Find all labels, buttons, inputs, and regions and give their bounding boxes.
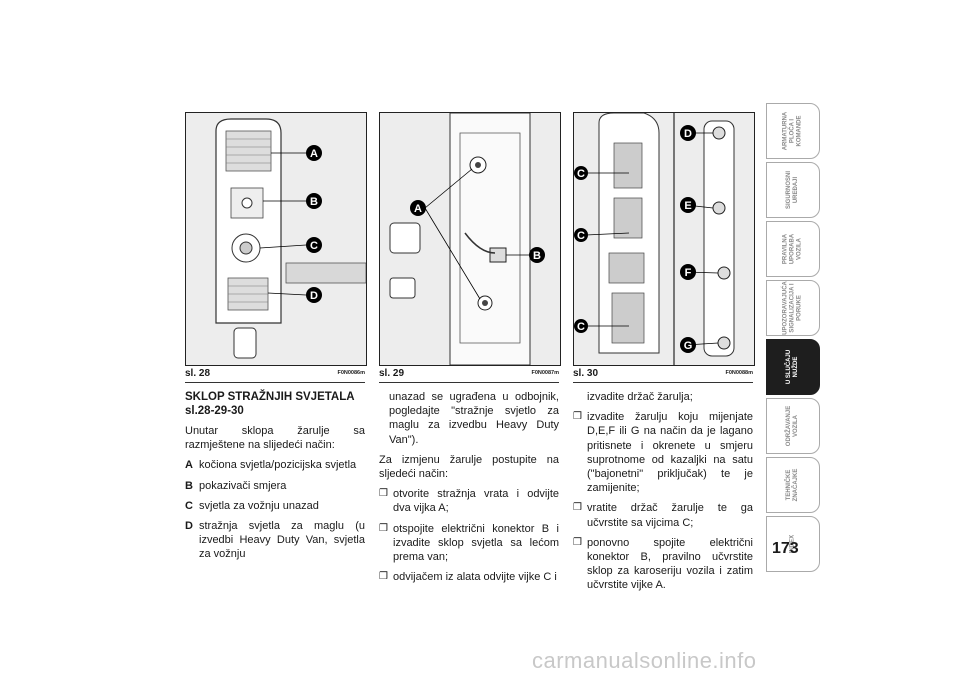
step-text: odvijačem iz alata odvijte vijke C i <box>393 571 557 584</box>
figure-label: sl. 28 <box>185 368 211 379</box>
bullet-icon: ❒ <box>379 571 388 583</box>
bullet-icon: ❒ <box>379 488 388 500</box>
item-text: pokazivači smjera <box>199 479 287 492</box>
tab-tehnicke-znacajke[interactable]: TEHNIČKE ZNAČAJKE <box>766 457 820 513</box>
watermark: carmanualsonline.info <box>532 648 757 673</box>
text-column-1: SKLOP STRAŽNJIH SVJETALA sl.28-29-30 Unu… <box>185 390 365 568</box>
bullet-icon: ❒ <box>573 411 582 423</box>
item-key: B <box>185 479 193 492</box>
item-key: C <box>185 499 193 512</box>
tab-label: U SLUČAJU NUŽDE <box>786 349 799 385</box>
callout-letter: B <box>533 250 541 262</box>
step-text: otvorite stražnja vrata i odvijte dva vi… <box>393 488 559 515</box>
figure-label: sl. 30 <box>573 368 599 379</box>
item-text: stražnja svjetla za maglu (u izvedbi Hea… <box>199 520 365 561</box>
tab-label: ODRŽAVANJE VOZILA <box>786 405 799 447</box>
step-item: ❒ otvorite stražnja vrata i odvijte dva v… <box>379 487 559 515</box>
tab-armaturna-ploca[interactable]: ARMATURNA PLOČA I KOMANDE <box>766 103 820 159</box>
figure-28-illustration: A B C D <box>186 113 366 365</box>
step-item: ❒ ponovno spojite električni konektor B, … <box>573 536 753 593</box>
tab-label: TEHNIČKE ZNAČAJKE <box>786 468 799 502</box>
text-column-2: unazad se ugrađena u odbojnik, pogledajt… <box>379 390 559 590</box>
bullet-icon: ❒ <box>573 502 582 514</box>
step-item: ❒ izvadite žarulju koju mijenjate D,E,F i… <box>573 410 753 495</box>
figure-30-caption: sl. 30 F0N0088m <box>573 368 753 383</box>
tab-index[interactable]: INDEX <box>766 516 820 572</box>
callout-letter: C <box>310 240 318 252</box>
figure-28-caption: sl. 28 F0N0086m <box>185 368 365 383</box>
figure-28: A B C D <box>185 112 367 366</box>
item-text: svjetla za vožnju unazad <box>199 499 319 512</box>
tab-label: ARMATURNA PLOČA I KOMANDE <box>782 111 803 151</box>
callout-letter: C <box>577 168 585 180</box>
callout-letter: C <box>577 230 585 242</box>
callout-letter: D <box>310 290 318 302</box>
tab-sigurnosni-uredaji[interactable]: SIGURNOSNI UREĐAJI <box>766 162 820 218</box>
callout-letter: A <box>310 148 318 160</box>
step-text: vratite držač žarulje te ga učvrstite sa… <box>587 502 753 529</box>
callout-letter: G <box>684 340 693 352</box>
section-heading: SKLOP STRAŽNJIH SVJETALA sl.28-29-30 <box>185 391 355 417</box>
chapter-tabs: ARMATURNA PLOČA I KOMANDE SIGURNOSNI URE… <box>766 103 820 575</box>
item-key: A <box>185 459 193 472</box>
item-text: kočiona svjetla/pozicijska svjetla <box>199 459 357 472</box>
callout-letter: D <box>684 128 692 140</box>
step-item: ❒ odvijačem iz alata odvijte vijke C i <box>379 570 559 584</box>
figure-label: sl. 29 <box>379 368 405 379</box>
figure-code: F0N0086m <box>337 370 365 376</box>
callout-letter: B <box>310 196 318 208</box>
intro-text: Unutar sklopa žarulje sa razmještene na … <box>185 425 365 452</box>
continued-text: izvadite držač žarulja; <box>587 391 693 403</box>
callout-letter: E <box>684 200 691 212</box>
step-text: ponovno spojite električni konektor B, p… <box>587 536 753 592</box>
tab-label: UPOZORAVAJUĆA SIGNALIZACIJA I PORUKE <box>782 281 803 335</box>
intro-text: Za izmjenu žarulje postupite na sljedeći… <box>379 453 559 481</box>
callout-letter: C <box>577 321 585 333</box>
tab-upozoravajuca-signalizacija[interactable]: UPOZORAVAJUĆA SIGNALIZACIJA I PORUKE <box>766 280 820 336</box>
figure-29-illustration: A B <box>380 113 560 365</box>
step-item: ❒ vratite držač žarulje te ga učvrstite s… <box>573 501 753 529</box>
step-text: otspojite električni konektor B i izvadi… <box>393 522 559 564</box>
figure-code: F0N0087m <box>531 370 559 376</box>
text-column-3: izvadite držač žarulja; ❒ izvadite žarulj… <box>573 390 753 599</box>
figure-29-caption: sl. 29 F0N0087m <box>379 368 559 383</box>
figure-code: F0N0088m <box>725 370 753 376</box>
page-number: 173 <box>772 540 799 557</box>
tab-u-slucaju-nuzde[interactable]: U SLUČAJU NUŽDE <box>766 339 820 395</box>
bullet-icon: ❒ <box>573 536 582 548</box>
callout-letter: F <box>685 267 692 279</box>
figure-29: A B <box>379 112 561 366</box>
callout-letter: A <box>414 203 422 215</box>
step-text: izvadite žarulju koju mijenjate D,E,F il… <box>587 411 753 495</box>
tab-label: SIGURNOSNI UREĐAJI <box>786 170 799 210</box>
continued-text: unazad se ugrađena u odbojnik, pogledajt… <box>389 391 559 446</box>
tab-pravilna-uporaba[interactable]: PRAVILNA UPORABA VOZILA <box>766 221 820 277</box>
item-key: D <box>185 520 193 533</box>
tab-odrzavanje-vozila[interactable]: ODRŽAVANJE VOZILA <box>766 398 820 454</box>
bullet-icon: ❒ <box>379 522 388 534</box>
figure-30-illustration: C C C D E F G <box>574 113 754 365</box>
tab-label: PRAVILNA UPORABA VOZILA <box>782 233 803 265</box>
step-item: ❒ otspojite električni konektor B i izvad… <box>379 522 559 565</box>
figure-30: C C C D E F G <box>573 112 755 366</box>
